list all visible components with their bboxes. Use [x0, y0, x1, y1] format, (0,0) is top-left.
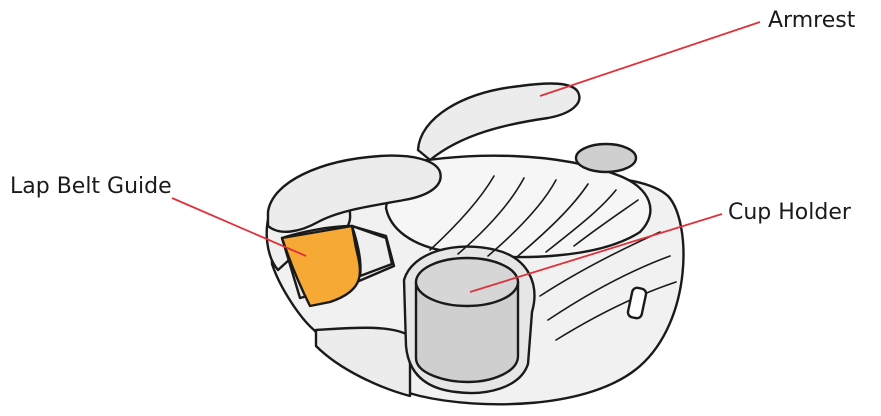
front-skirt [314, 326, 412, 398]
seat-cushion [384, 154, 652, 259]
brand-badge [626, 286, 648, 320]
lap-belt-guide-leader-line [171, 197, 307, 257]
armrest-label: Armrest [768, 8, 856, 33]
rear-armrest [416, 82, 581, 162]
cup-holder-label: Cup Holder [728, 200, 851, 225]
armrest-leader-line [539, 21, 761, 97]
lap-belt-guide-label: Lap Belt Guide [10, 174, 172, 199]
belt-guide-lip [350, 224, 394, 278]
cushion-ribs [429, 175, 677, 341]
lap-belt-guide-part [280, 224, 362, 308]
front-armrest [266, 154, 442, 233]
cup-holder-rim [414, 256, 520, 308]
cup-holder-part [414, 280, 520, 384]
cup-holder-leader-line [469, 213, 723, 293]
rear-knob [574, 142, 638, 174]
